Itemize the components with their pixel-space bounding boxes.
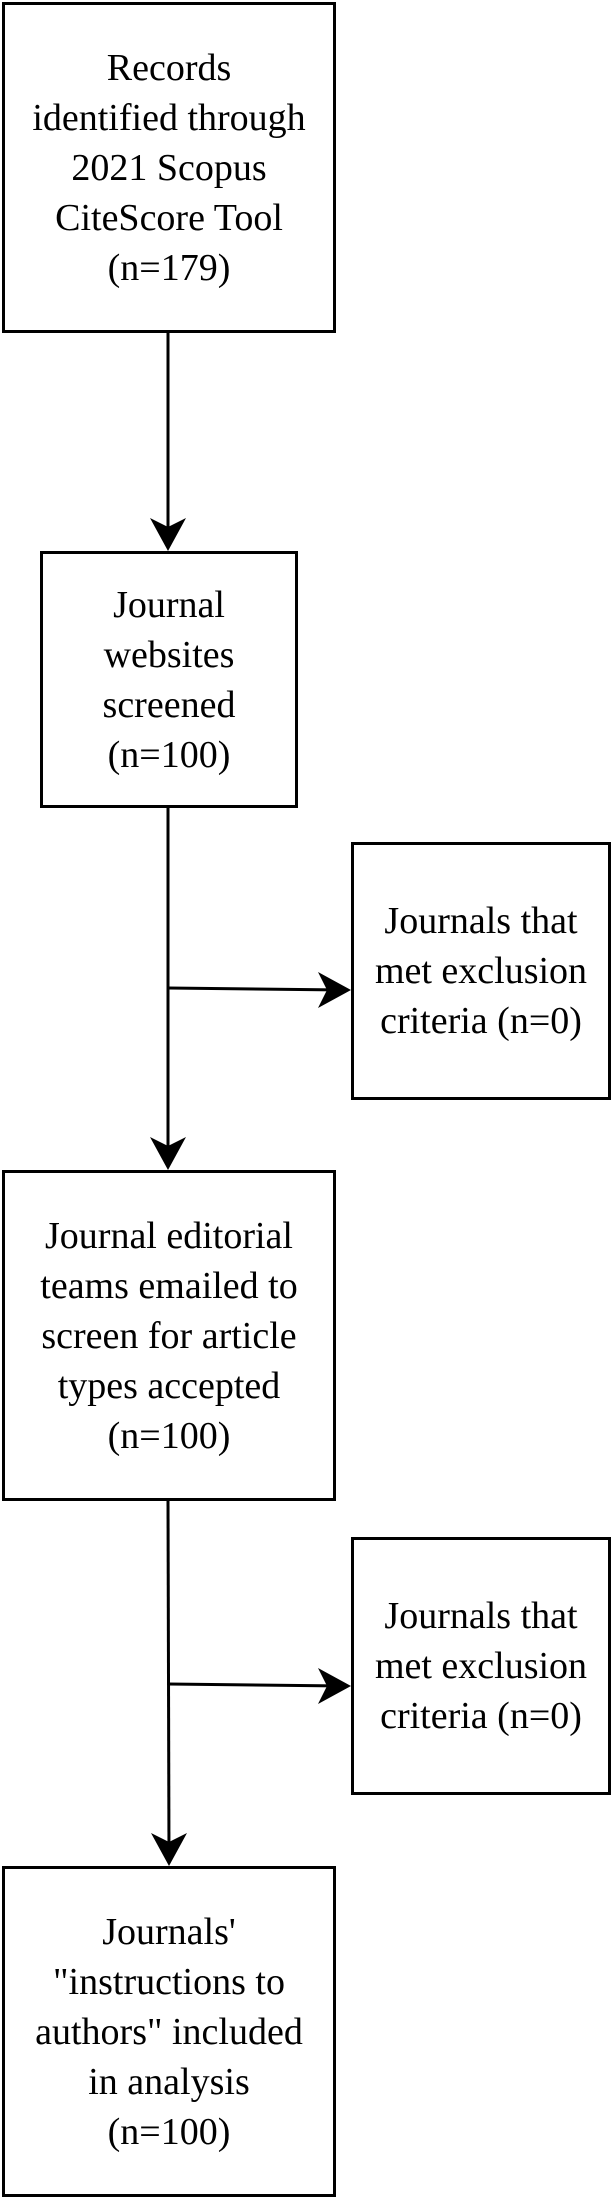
exclusion-box-2: Journals that met exclusion criteria (n=… xyxy=(351,1537,611,1795)
box-text-line: (n=179) xyxy=(107,246,231,289)
box-text-line: identified through xyxy=(32,96,306,139)
box-text-line: "instructions to xyxy=(53,1960,285,2003)
arrow-emailed-to-included xyxy=(166,1499,171,1859)
arrowhead-screened-to-emailed xyxy=(150,1137,186,1170)
box-text-line: met exclusion xyxy=(374,950,588,992)
box-text-line: criteria (n=0) xyxy=(380,1000,582,1042)
box-text-line: CiteScore Tool xyxy=(55,196,283,239)
box-text-line: (n=100) xyxy=(107,2110,231,2153)
editorial-teams-emailed-box: Journal editorial teams emailed to scree… xyxy=(2,1170,336,1501)
box-text-line: Journals that xyxy=(384,1595,578,1637)
box-text-line: screened xyxy=(102,683,236,726)
box-text-line: met exclusion xyxy=(374,1645,588,1687)
arrowhead-emailed-to-included xyxy=(151,1833,187,1866)
box-text-line: websites xyxy=(103,633,235,676)
box-text-line: teams emailed to xyxy=(40,1264,298,1307)
box-text-line: types accepted xyxy=(57,1364,281,1407)
arrow-to-exclusion-1 xyxy=(167,986,345,992)
included-in-analysis-box: Journals' "instructions to authors" incl… xyxy=(2,1866,336,2197)
box-text-line: Journal editorial xyxy=(45,1214,293,1257)
box-text-line: screen for article xyxy=(41,1314,297,1357)
box-text-line: authors" included xyxy=(35,2010,303,2053)
box-text-line: (n=100) xyxy=(107,1414,231,1457)
box-text-line: criteria (n=0) xyxy=(380,1695,582,1737)
arrowhead-records-to-screened xyxy=(150,518,186,551)
box-text-line: (n=100) xyxy=(107,733,231,776)
arrowhead-to-exclusion-2 xyxy=(318,1668,351,1704)
arrow-to-exclusion-2 xyxy=(167,1682,345,1688)
arrowhead-to-exclusion-1 xyxy=(318,972,351,1008)
box-text-line: Journal xyxy=(113,583,225,626)
box-text-line: 2021 Scopus xyxy=(71,146,267,189)
box-text-line: Records xyxy=(106,46,232,89)
box-text-line: in analysis xyxy=(88,2060,250,2103)
exclusion-box-1: Journals that met exclusion criteria (n=… xyxy=(351,842,611,1100)
records-identified-box: Records identified through 2021 Scopus C… xyxy=(2,2,336,333)
box-text-line: Journals that xyxy=(384,900,578,942)
box-text-line: Journals' xyxy=(102,1910,236,1953)
websites-screened-box: Journal websites screened (n=100) xyxy=(40,551,298,808)
